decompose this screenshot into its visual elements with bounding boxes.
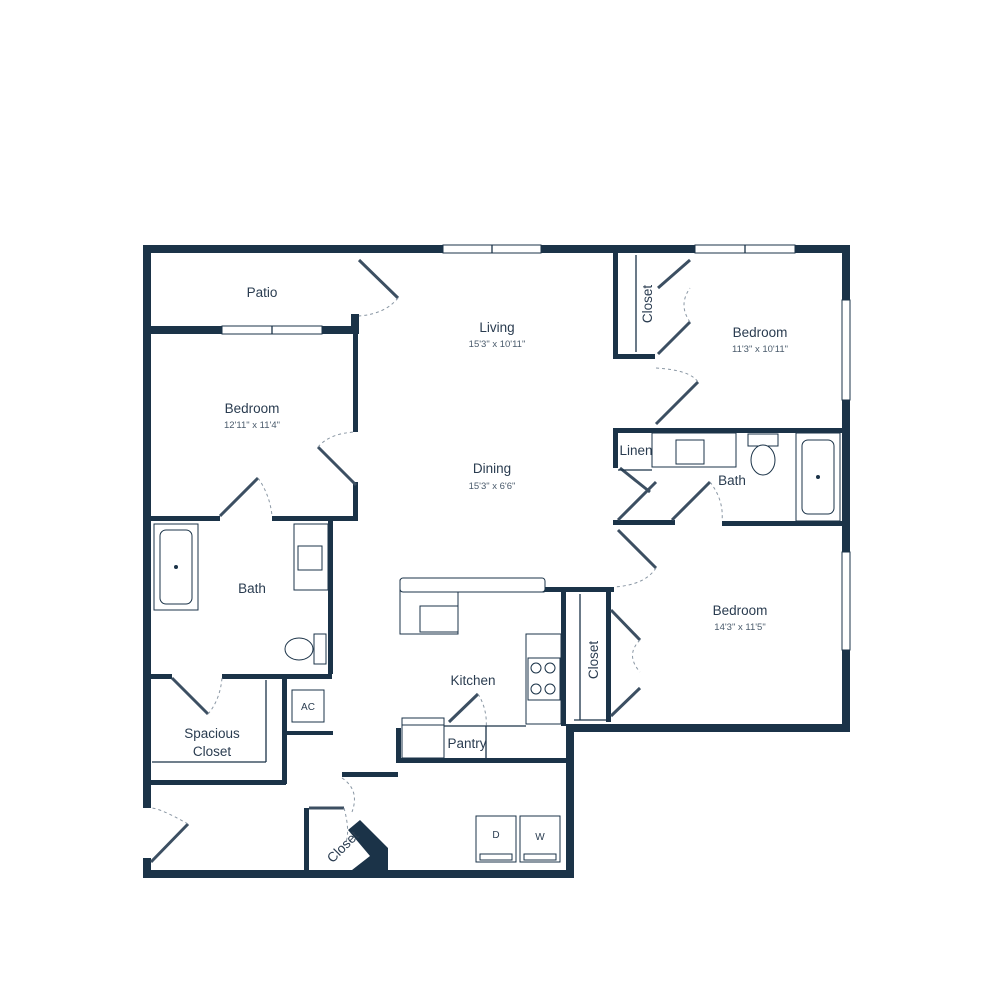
dryer-label: D [492,830,499,841]
ac-label: AC [301,702,315,713]
dining-dims: 15'3" x 6'6" [469,481,516,492]
closet-entry-label: Closet [324,828,362,866]
room-labels: Patio Living 15'3" x 10'11" Dining 15'3"… [184,285,788,866]
windows [221,244,851,651]
bedroom-top-right-label: Bedroom [733,325,788,340]
washer-label: W [535,832,545,843]
bedroom-left-label: Bedroom [225,401,280,416]
living-dims: 15'3" x 10'11" [469,339,526,350]
bedroom-bottom-right-dims: 14'3" x 11'5" [714,622,765,633]
bedroom-bottom-right-label: Bedroom [713,603,768,618]
linen-label: Linen [619,443,652,458]
spacious-closet-line1: Spacious [184,726,240,741]
fixtures [152,255,841,863]
closet-bottom-right-label: Closet [586,641,601,680]
spacious-closet-line2: Closet [193,744,232,759]
bedroom-left-dims: 12'11" x 11'4" [224,420,280,431]
doors [149,258,723,864]
pantry-label: Pantry [447,736,486,751]
interior-walls [148,253,842,870]
dining-label: Dining [473,461,511,476]
bedroom-top-right-dims: 11'3" x 10'11" [732,344,788,355]
closet-top-right-label: Closet [640,285,655,324]
living-label: Living [479,320,514,335]
bath-right-label: Bath [718,473,746,488]
patio-label: Patio [247,285,278,300]
kitchen-label: Kitchen [450,673,495,688]
bath-left-label: Bath [238,581,266,596]
